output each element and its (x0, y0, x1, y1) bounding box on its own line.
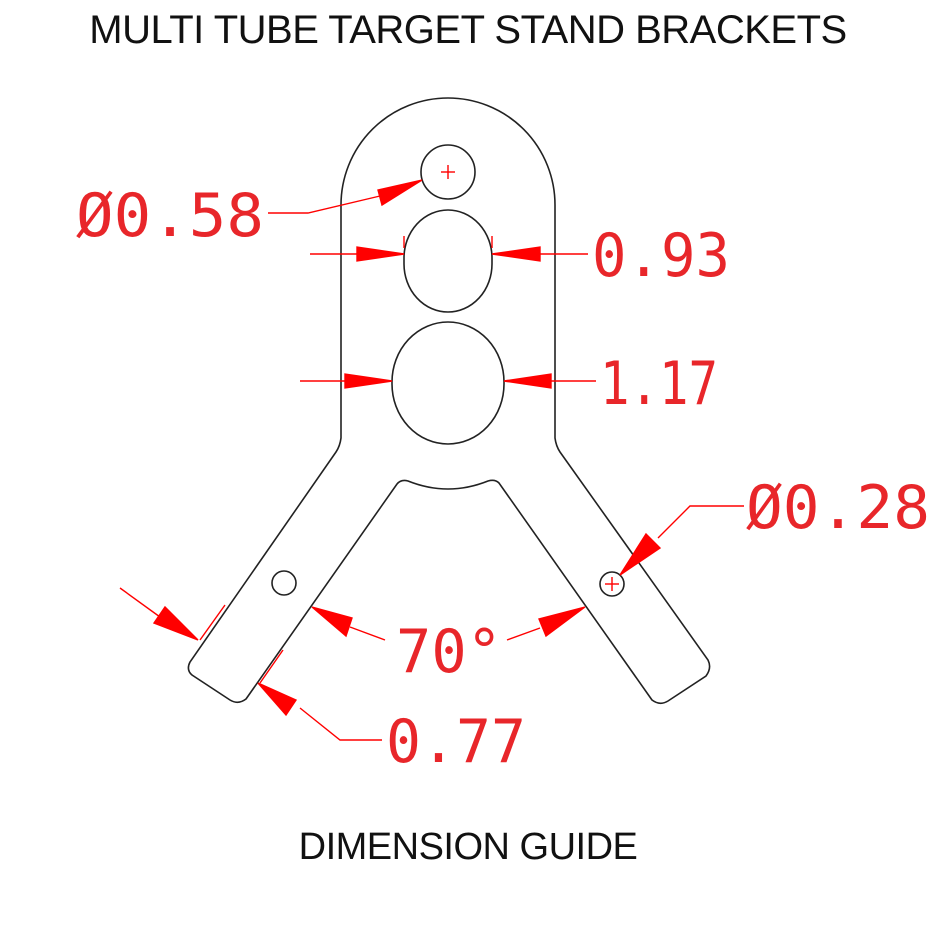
label-side-hole-diameter: Ø0.28 (746, 473, 930, 543)
bracket-outline (187, 97, 711, 705)
drawing-footer: DIMENSION GUIDE (298, 826, 638, 868)
label-arm-angle: 70° (396, 617, 502, 687)
left-side-hole (271, 570, 297, 596)
label-top-hole-diameter: Ø0.58 (76, 181, 264, 251)
top-hole (420, 144, 476, 200)
drawing-title: MULTI TUBE TARGET STAND BRACKETS (89, 8, 847, 52)
right-side-hole (599, 571, 625, 597)
lower-tube-hole (391, 321, 505, 445)
label-upper-tube-width: 0.93 (592, 221, 730, 291)
dimension-labels: Ø0.58 0.93 1.17 Ø0.28 70° 0.77 (76, 181, 930, 777)
label-arm-width: 0.77 (386, 707, 526, 777)
label-lower-tube-width: 1.17 (600, 349, 718, 419)
dimension-annotations (119, 165, 744, 741)
upper-tube-hole (403, 209, 493, 313)
